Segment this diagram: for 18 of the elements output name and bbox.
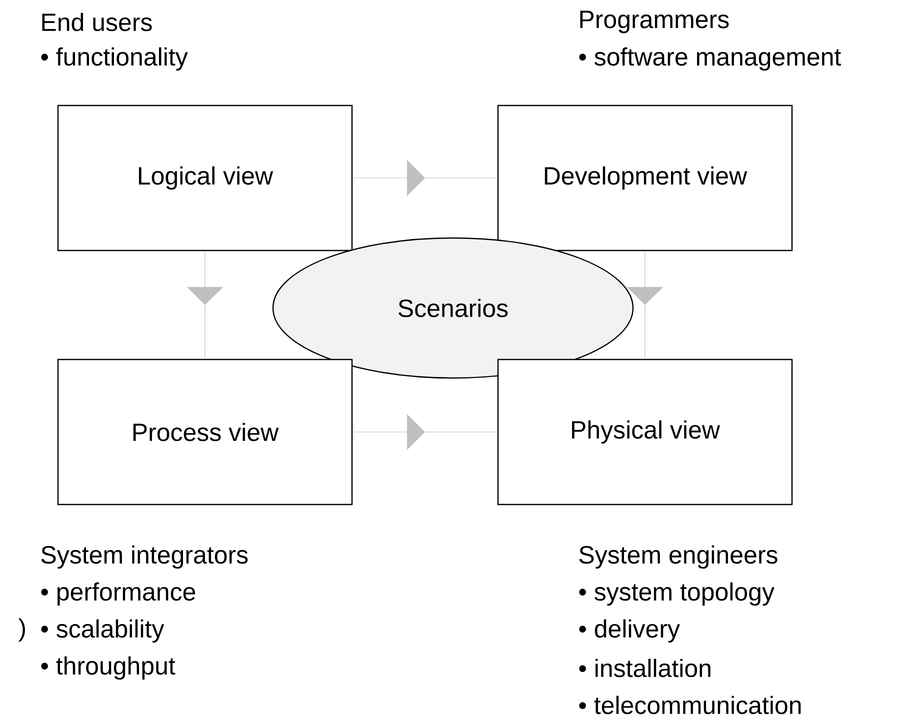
bracket-text: ) (18, 618, 25, 642)
role-heading: Programmers (580, 10, 729, 34)
concern-item: • delivery (579, 619, 680, 643)
concern-item: • software management (579, 47, 841, 71)
concern-item: • throughput (41, 656, 176, 680)
role-heading: System engineers (579, 545, 778, 569)
role-heading: End users (42, 12, 152, 32)
concern-item: • functionality (41, 47, 188, 71)
concern-item: • performance (41, 582, 196, 606)
role-heading: System integrators (41, 545, 248, 569)
view-box: Logical view (57, 104, 353, 252)
concern-item: • scalability (41, 619, 164, 643)
concern-item: • telecommunication (579, 696, 801, 714)
view-box: Process view (57, 358, 353, 506)
concern-item: • system topology (579, 582, 774, 606)
view-box: Physical view (497, 358, 793, 506)
concern-item: • installation (579, 658, 710, 678)
view-box: Development view (497, 104, 793, 252)
